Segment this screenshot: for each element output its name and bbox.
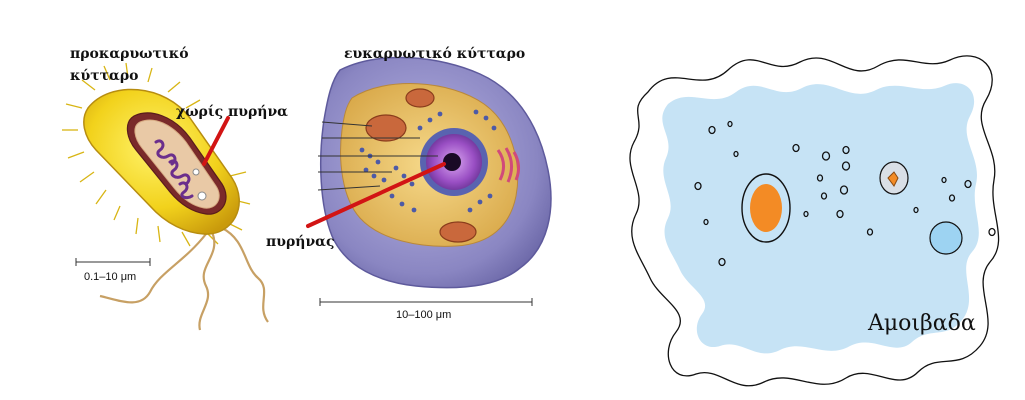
prokaryote-title-line2: κύτταρο bbox=[70, 68, 138, 84]
eukaryote-scale-bar bbox=[320, 298, 532, 306]
eukaryotic-cell bbox=[308, 58, 551, 306]
eukaryote-title: ευκαρυωτικό κύτταρο bbox=[344, 46, 525, 62]
amoeba-nucleus bbox=[750, 184, 782, 232]
nucleus-label: πυρήνας bbox=[266, 234, 334, 250]
eukaryote-scale-label: 10–100 μm bbox=[396, 309, 451, 321]
prokaryote-scale-bar bbox=[76, 258, 150, 266]
mitochondrion bbox=[440, 222, 476, 242]
amoeba-cell bbox=[630, 56, 999, 386]
ribosome bbox=[198, 192, 206, 200]
contractile-vacuole bbox=[930, 222, 962, 254]
amoeba-label: Αμοιβαδα bbox=[867, 311, 976, 336]
nucleolus bbox=[443, 153, 461, 171]
ribosome bbox=[193, 169, 199, 175]
mitochondrion bbox=[406, 89, 434, 107]
mitochondrion bbox=[366, 115, 406, 141]
prokaryote-title-line1: προκαρυωτικό bbox=[70, 46, 189, 62]
prokaryote-scale-label: 0.1–10 μm bbox=[84, 271, 136, 283]
no-nucleus-label: χωρίς πυρήνα bbox=[176, 103, 288, 120]
